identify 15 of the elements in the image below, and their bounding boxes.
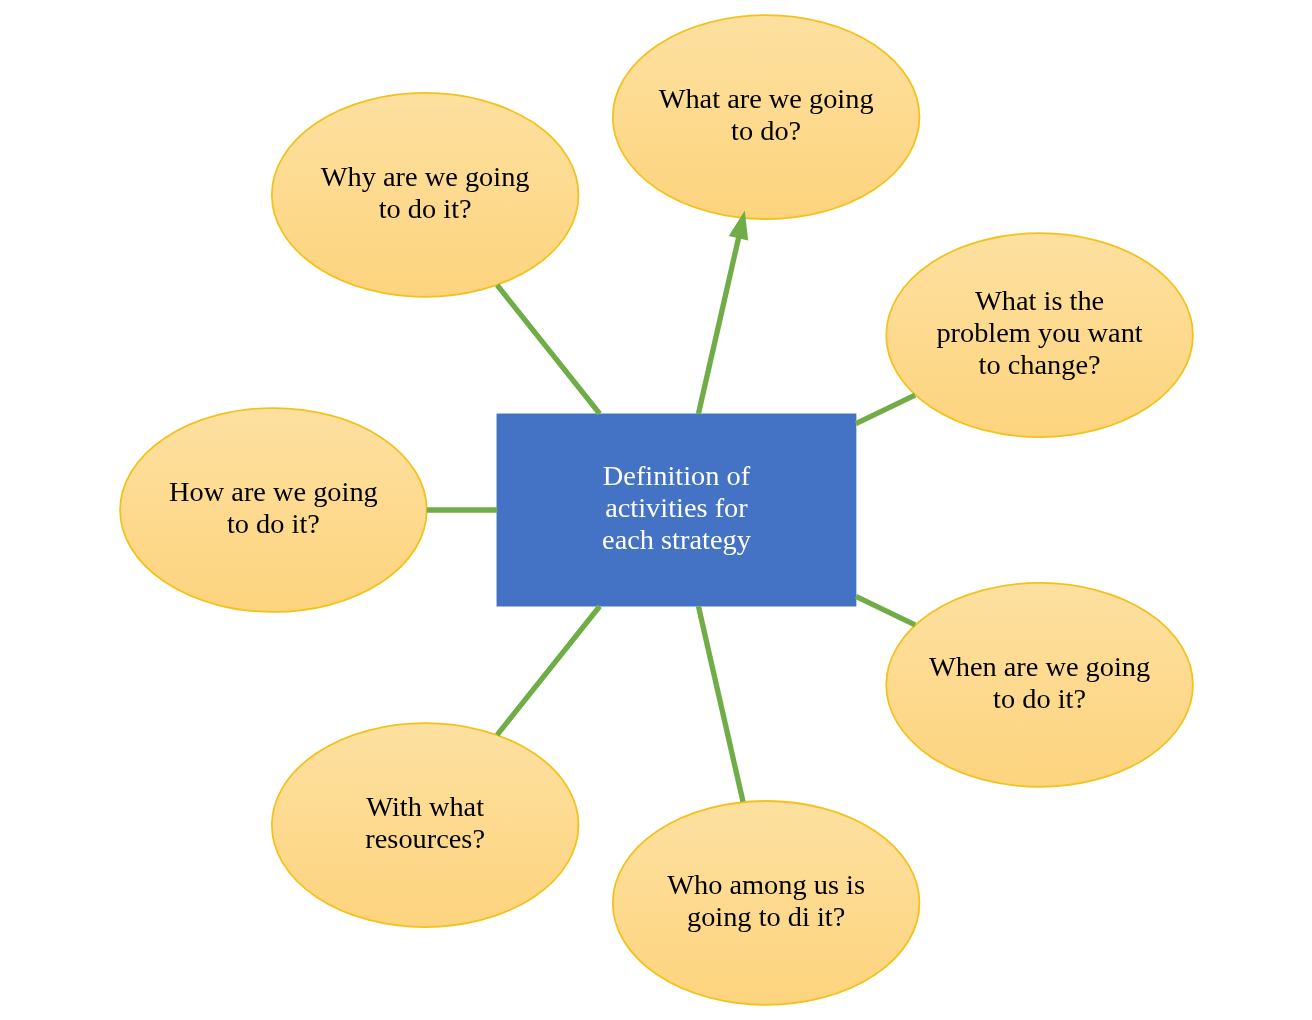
connector xyxy=(695,605,746,803)
node-box: Definition of activities for each strategy xyxy=(496,413,856,607)
connector xyxy=(494,604,602,737)
connector xyxy=(854,594,916,628)
connector xyxy=(426,507,497,513)
connector xyxy=(854,392,916,426)
arrow xyxy=(695,210,748,415)
node-ellipse: How are we going to do it? xyxy=(118,407,428,613)
node-ellipse: Who among us is going to di it? xyxy=(611,800,920,1006)
connector xyxy=(494,283,602,416)
node-ellipse: What is the problem you want to change? xyxy=(884,232,1194,438)
node-ellipse: What are we going to do? xyxy=(611,14,920,220)
node-ellipse: When are we going to do it? xyxy=(884,582,1194,788)
node-ellipse: Why are we going to do it? xyxy=(270,92,579,298)
node-ellipse: With what resources? xyxy=(270,722,579,928)
